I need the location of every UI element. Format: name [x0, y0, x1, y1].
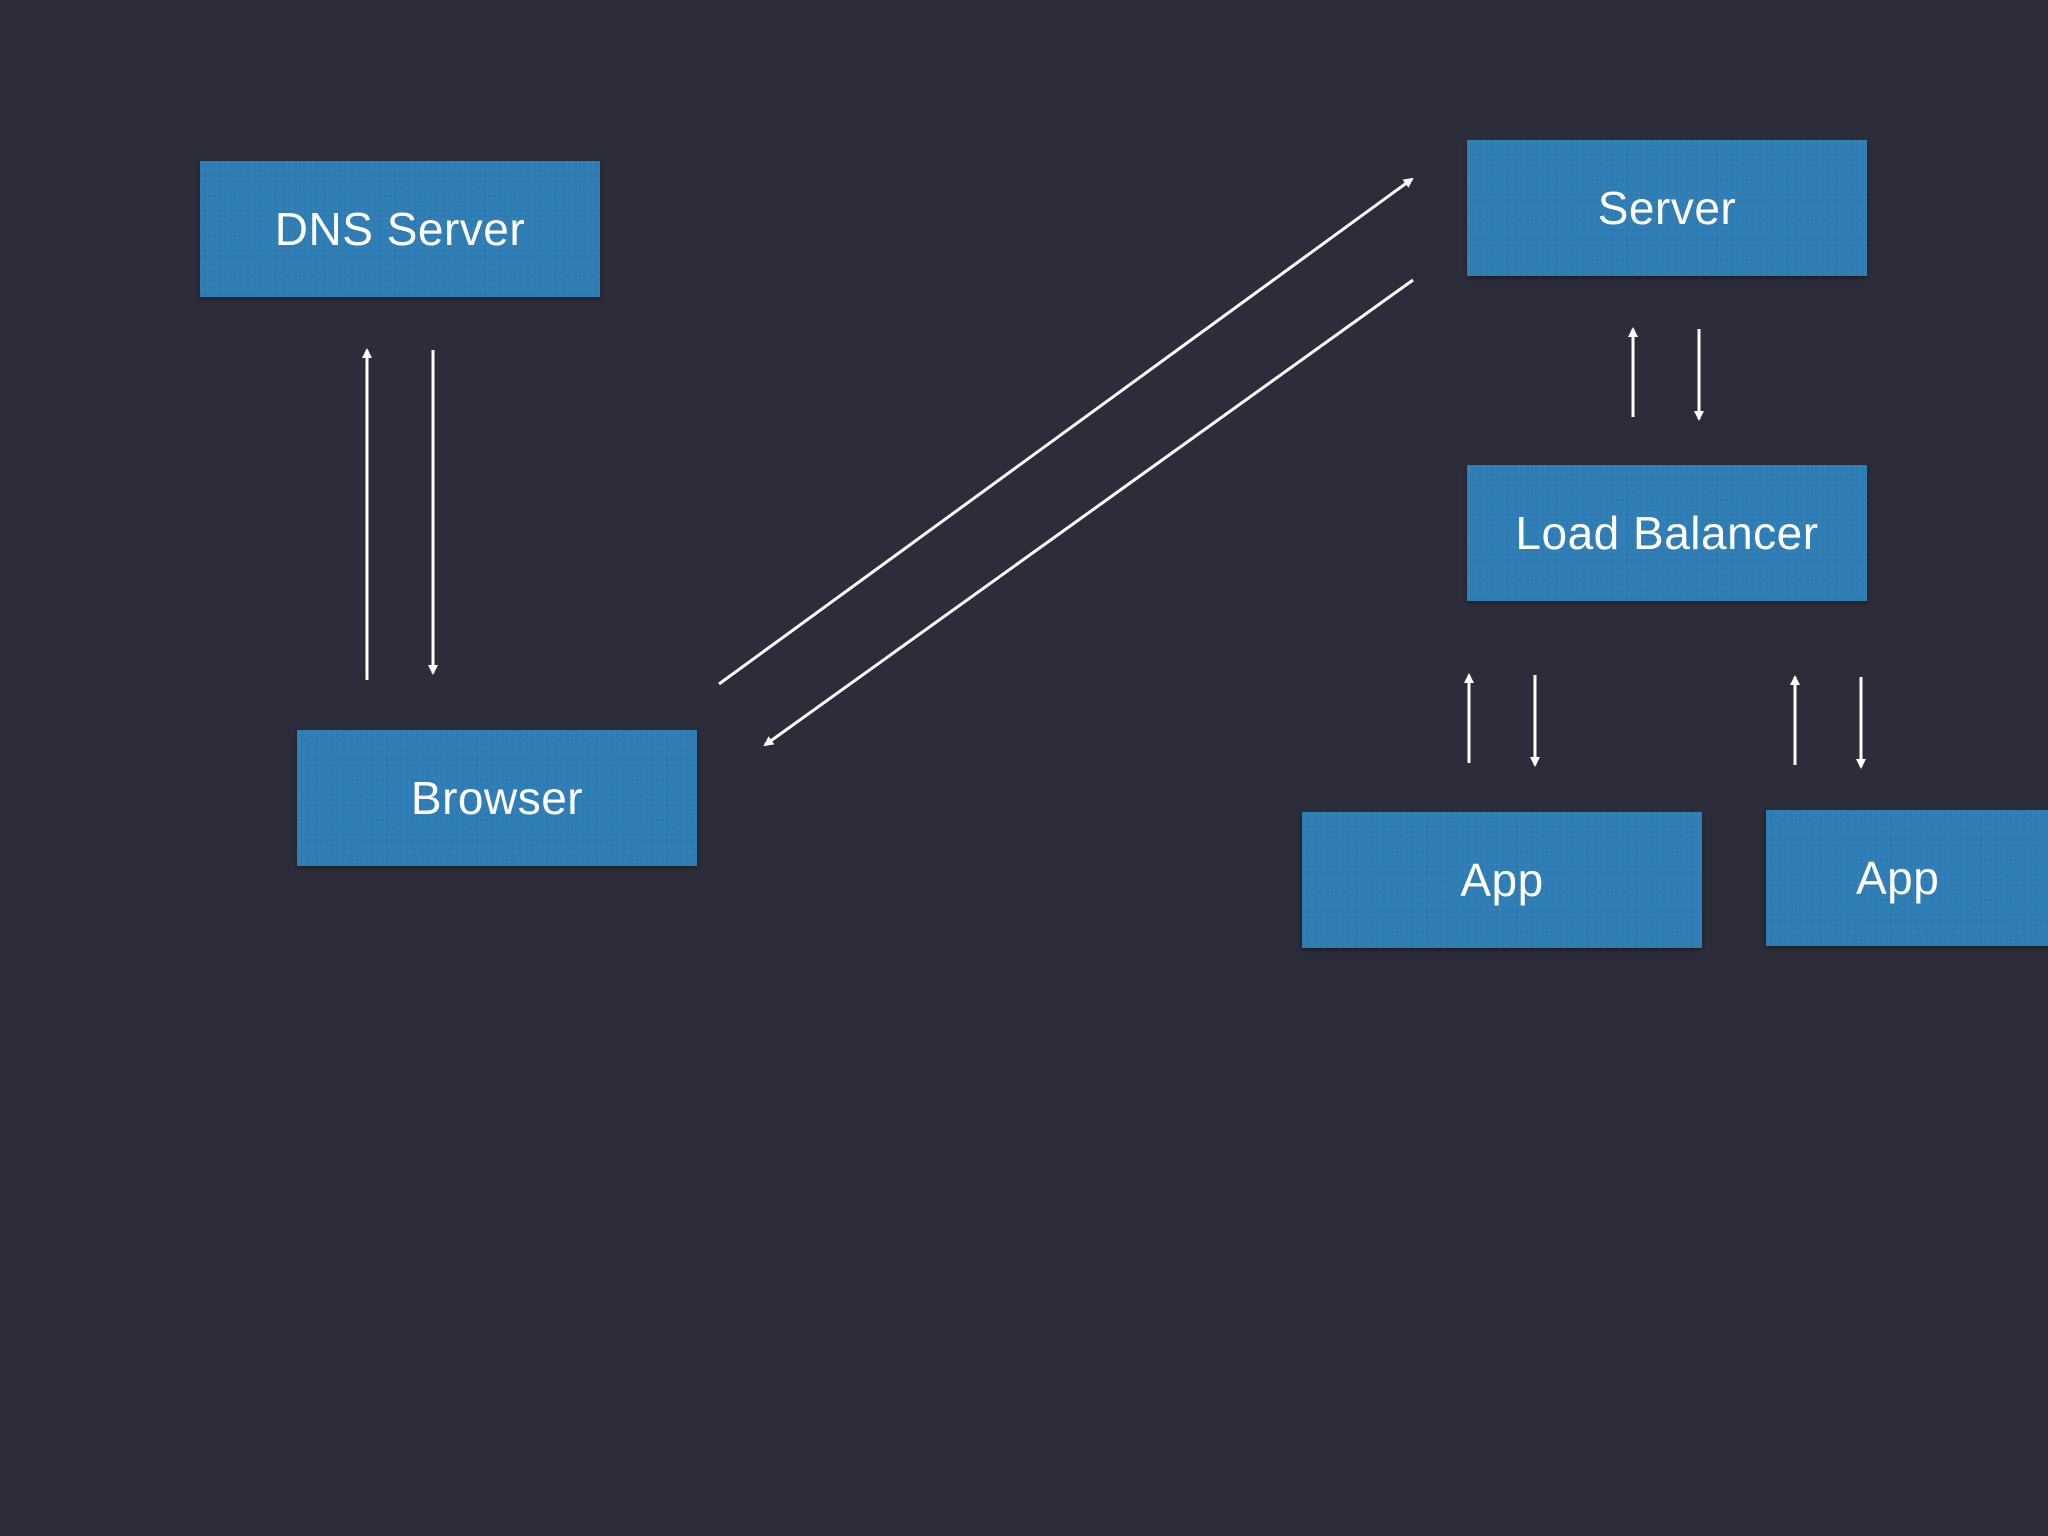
- browser-label: Browser: [410, 772, 584, 824]
- app-2-label: App: [1856, 852, 1940, 904]
- server-label: Server: [1597, 182, 1737, 234]
- app-node-1: App: [1302, 812, 1702, 948]
- load-balancer-label: Load Balancer: [1515, 507, 1819, 559]
- app-node-2: App: [1766, 810, 2048, 946]
- app-1-label: App: [1460, 854, 1544, 906]
- dns-server-node: DNS Server: [200, 161, 600, 297]
- arrow-server-to-browser: [763, 278, 1414, 747]
- browser-node: Browser: [297, 730, 697, 866]
- server-node: Server: [1467, 140, 1867, 276]
- dns-server-label: DNS Server: [274, 203, 526, 255]
- load-balancer-node: Load Balancer: [1467, 465, 1867, 601]
- arrow-browser-to-server: [718, 177, 1414, 686]
